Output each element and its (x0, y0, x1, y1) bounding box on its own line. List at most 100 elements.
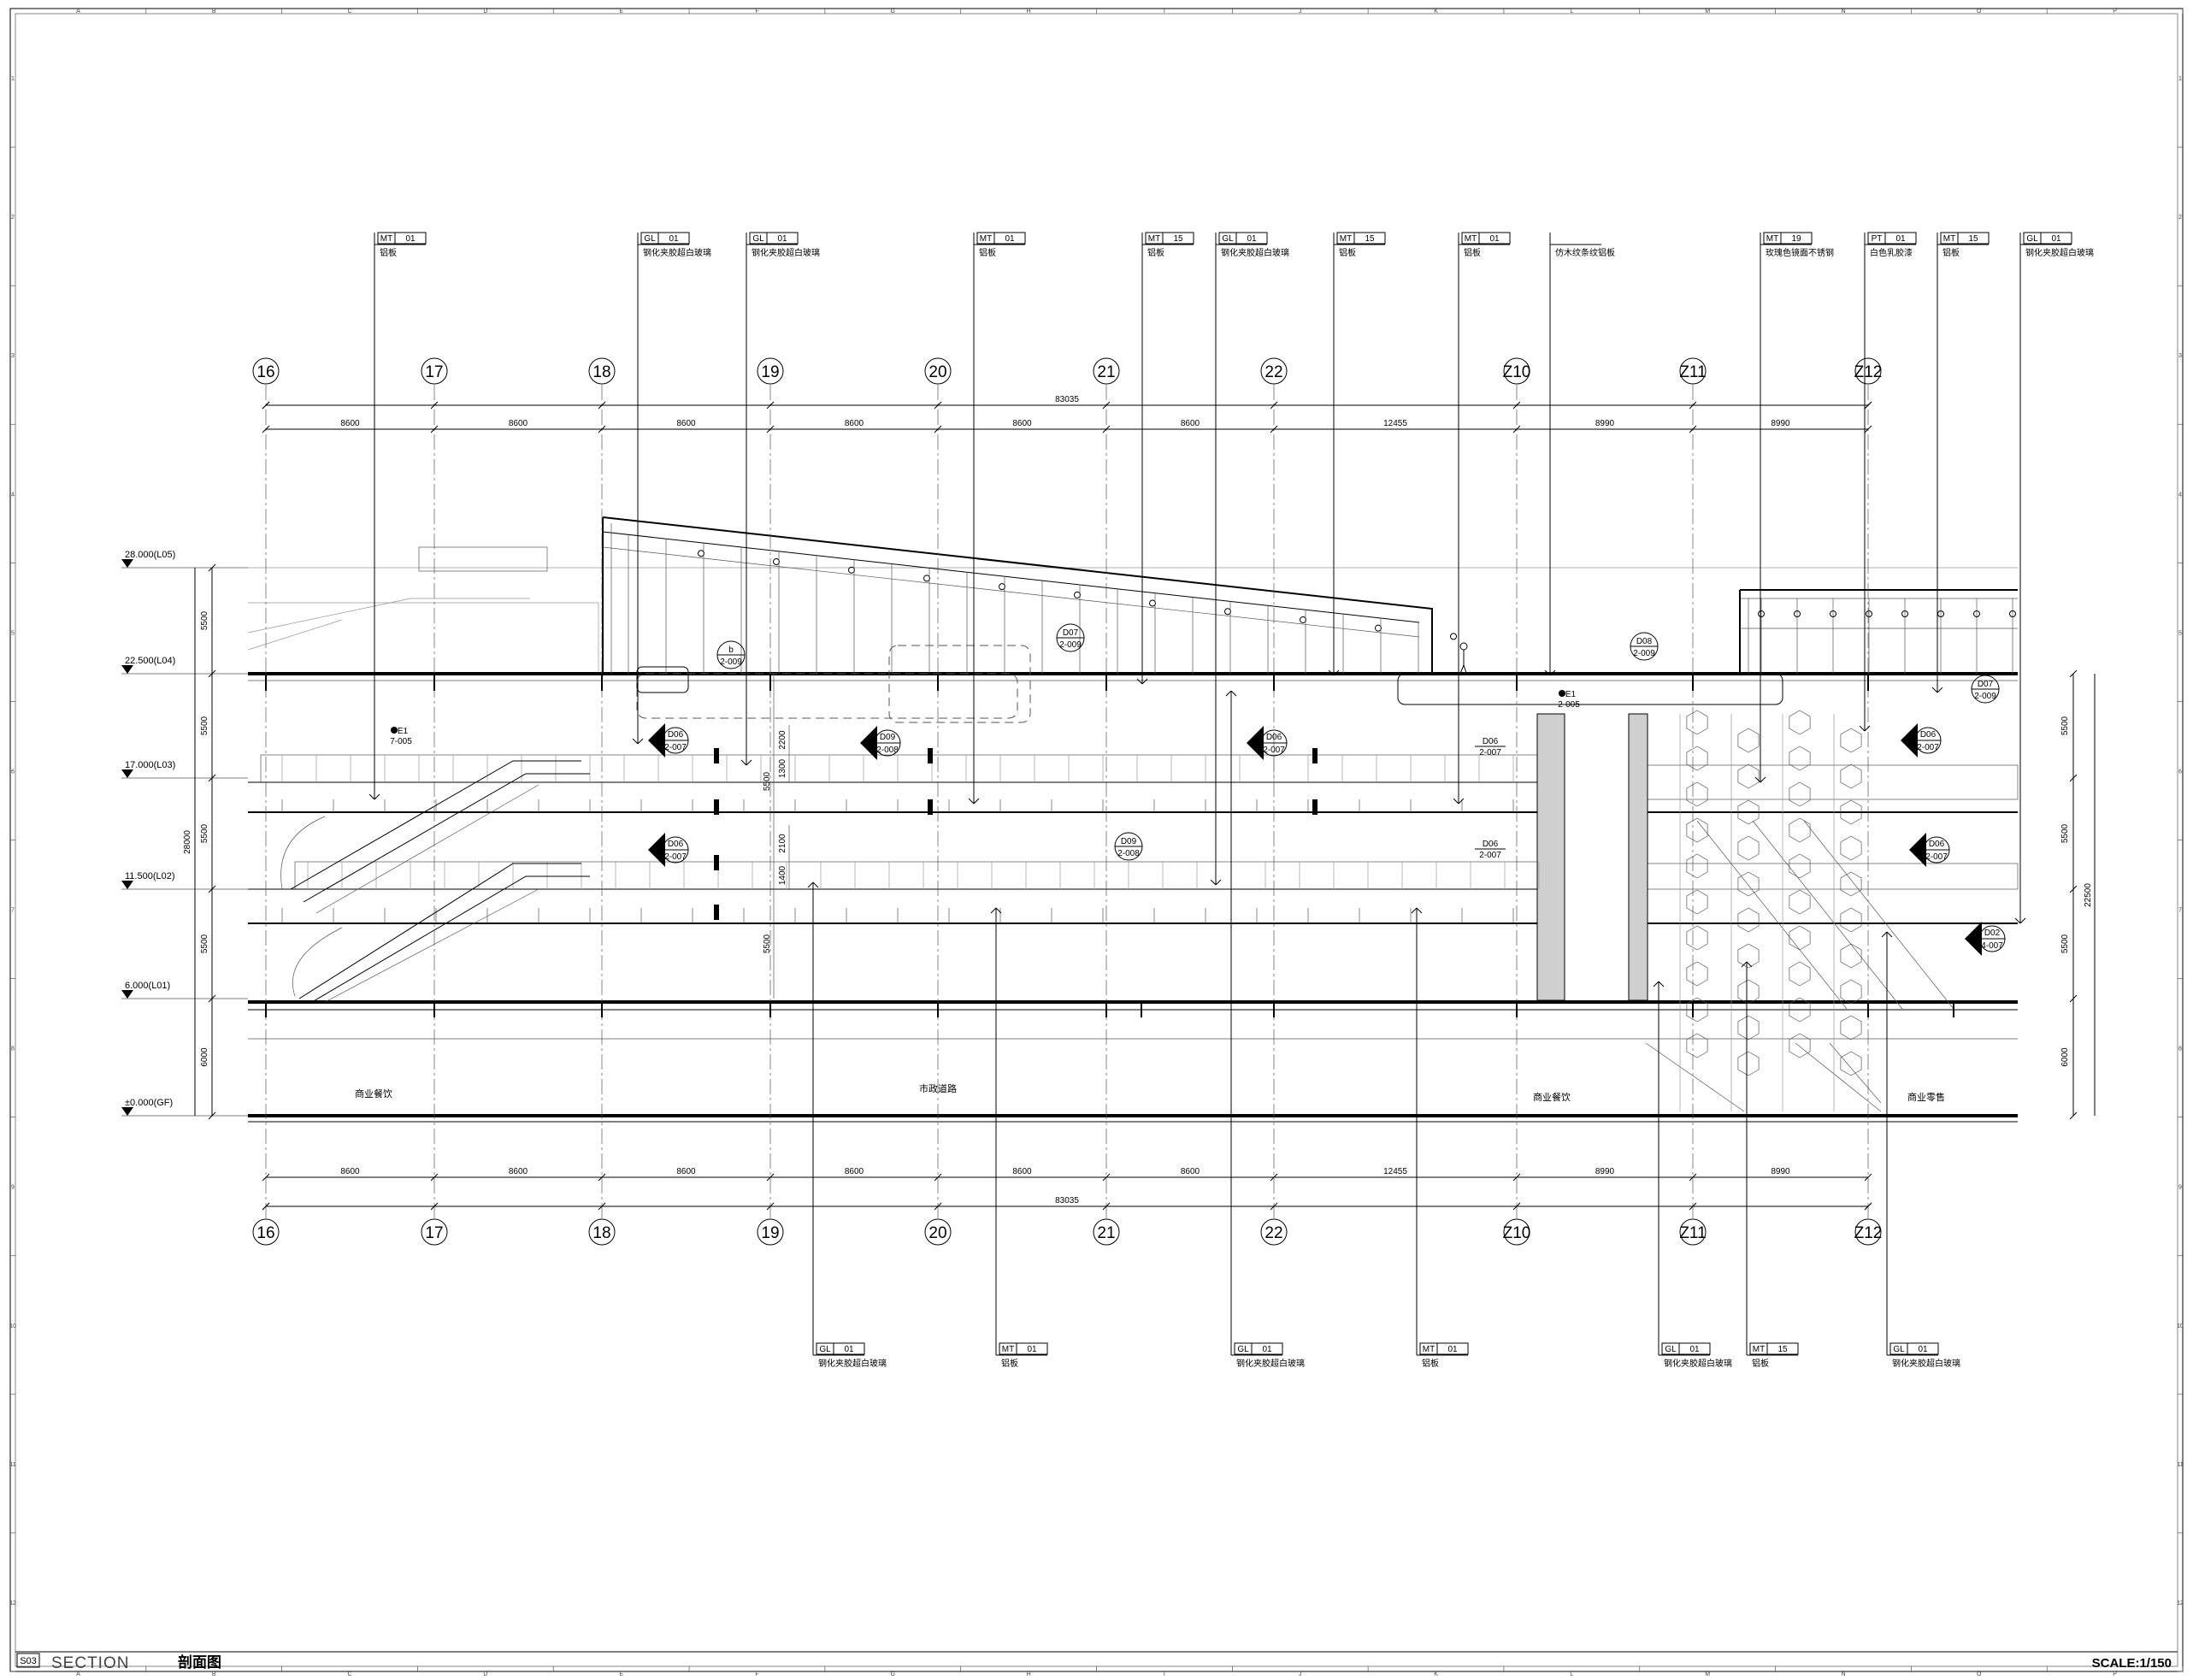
axis-bubble (1679, 1218, 1707, 1246)
tag-note: 铝板 (1942, 247, 1960, 258)
level-triangle (121, 1107, 133, 1116)
level-label: 22.500(L04) (125, 656, 175, 666)
callout-sheet: 2-007 (1917, 743, 1939, 752)
dim-total: 83035 (1055, 395, 1079, 404)
dim-span: 8600 (1181, 419, 1200, 428)
tag-arrow (2019, 917, 2026, 924)
callout-flag (1247, 726, 1264, 760)
tag-arrow (1746, 961, 1753, 968)
dim-span: 8600 (1181, 1167, 1200, 1176)
tag-code: MT (1002, 1345, 1014, 1354)
callout-id: D08 (1636, 637, 1653, 646)
tag-arrow (1937, 687, 1943, 693)
tag-code: MT (1766, 234, 1778, 244)
border-row-ref: 10 (2177, 1323, 2184, 1329)
axis-label: 19 (761, 363, 779, 381)
tag-number: 01 (1489, 234, 1500, 244)
level-triangle (121, 881, 133, 889)
axis-bubble (1093, 1218, 1120, 1246)
border-col-ref: G (891, 9, 895, 15)
dim-tick (1689, 401, 1697, 410)
vdim-inner: 2100 (778, 834, 787, 853)
tag-code: GL (752, 234, 764, 244)
tag-note: 玫瑰色镜面不锈钢 (1766, 247, 1834, 258)
axis-bubble (421, 357, 448, 385)
tag-number: 01 (669, 234, 679, 244)
hex-cell (1686, 961, 1708, 987)
axis-label: Z10 (1503, 363, 1531, 381)
vdim-tick (208, 885, 216, 893)
vdim-tick (208, 1111, 216, 1120)
vdim-tick (2069, 669, 2078, 678)
border-row-ref: 4 (11, 492, 15, 498)
border-col-ref: B (212, 9, 216, 15)
tag-box (1461, 232, 1511, 245)
roof-bolt (1901, 610, 1908, 617)
border-col-ref: I (1164, 9, 1165, 15)
border-row-ref: 11 (2177, 1462, 2183, 1468)
tag-code: MT (380, 234, 392, 244)
border-row-ref: 8 (11, 1046, 15, 1052)
callout-dot (391, 727, 398, 734)
axis-label: 17 (425, 1224, 443, 1242)
level-triangle (121, 665, 133, 674)
tag-note: 钢化夹胶超白玻璃 (1221, 247, 1289, 258)
axis-label: Z12 (1854, 363, 1883, 381)
border-row-ref: 1 (2178, 76, 2182, 82)
tag-arrow (1741, 961, 1748, 968)
tag-arrow (1658, 981, 1665, 987)
tag-arrow (990, 907, 997, 914)
callout-sheet: 7-005 (390, 737, 412, 746)
border-col-ref: P (2113, 9, 2117, 15)
callout-id: D06 (668, 730, 684, 740)
tag-arrow (1136, 678, 1143, 685)
border-col-ref: C (348, 1671, 352, 1677)
vdim-right: 6000 (2060, 1047, 2070, 1067)
tag-arrow (1141, 678, 1148, 685)
tag-code: GL (1237, 1345, 1249, 1354)
dim-tick (766, 401, 775, 410)
border-col-ref: M (1705, 9, 1710, 15)
tag-arrow (1754, 776, 1761, 783)
tag-arrow (1458, 798, 1465, 805)
tag-arrow (968, 798, 975, 805)
tag-arrow (1859, 725, 1866, 732)
tag-number: 15 (1365, 234, 1375, 244)
callout-sheet: 2-007 (1479, 748, 1501, 757)
vdim-tick (208, 669, 216, 678)
title-english: SECTION (51, 1654, 129, 1672)
bracket (928, 799, 933, 815)
tag-code: GL (2026, 234, 2038, 244)
axis-bubble (1260, 357, 1288, 385)
axis-bubble (252, 357, 280, 385)
drawing-scale: SCALE:1/150 (2092, 1656, 2172, 1671)
tag-arrow (368, 793, 375, 800)
dim-span: 12455 (1383, 1167, 1407, 1176)
dim-tick (1864, 425, 1872, 433)
tag-arrow (1416, 907, 1423, 914)
callout-sheet: 2-007 (664, 743, 687, 752)
vdim-inner: 1400 (778, 865, 787, 885)
hex-cell (1686, 997, 1708, 1023)
dim-tick (598, 401, 606, 410)
bracket (1312, 748, 1318, 763)
hex-cell (1789, 817, 1811, 843)
border-row-ref: 3 (11, 353, 15, 359)
roof-bolt (1224, 608, 1231, 616)
tag-arrow (1411, 907, 1418, 914)
axis-label: 19 (761, 1224, 779, 1242)
axis-bubble (924, 357, 952, 385)
dim-tick (766, 1202, 775, 1211)
border-row-ref: 6 (2178, 769, 2182, 775)
dim-span: 8600 (1012, 1167, 1032, 1176)
axis-label: 21 (1097, 1224, 1115, 1242)
border-row-ref: 5 (11, 630, 15, 636)
vdim-left: 5500 (200, 716, 209, 735)
border-row-ref: 7 (2178, 908, 2182, 914)
roof-bolt (923, 575, 930, 582)
tag-number: 19 (1791, 234, 1801, 244)
